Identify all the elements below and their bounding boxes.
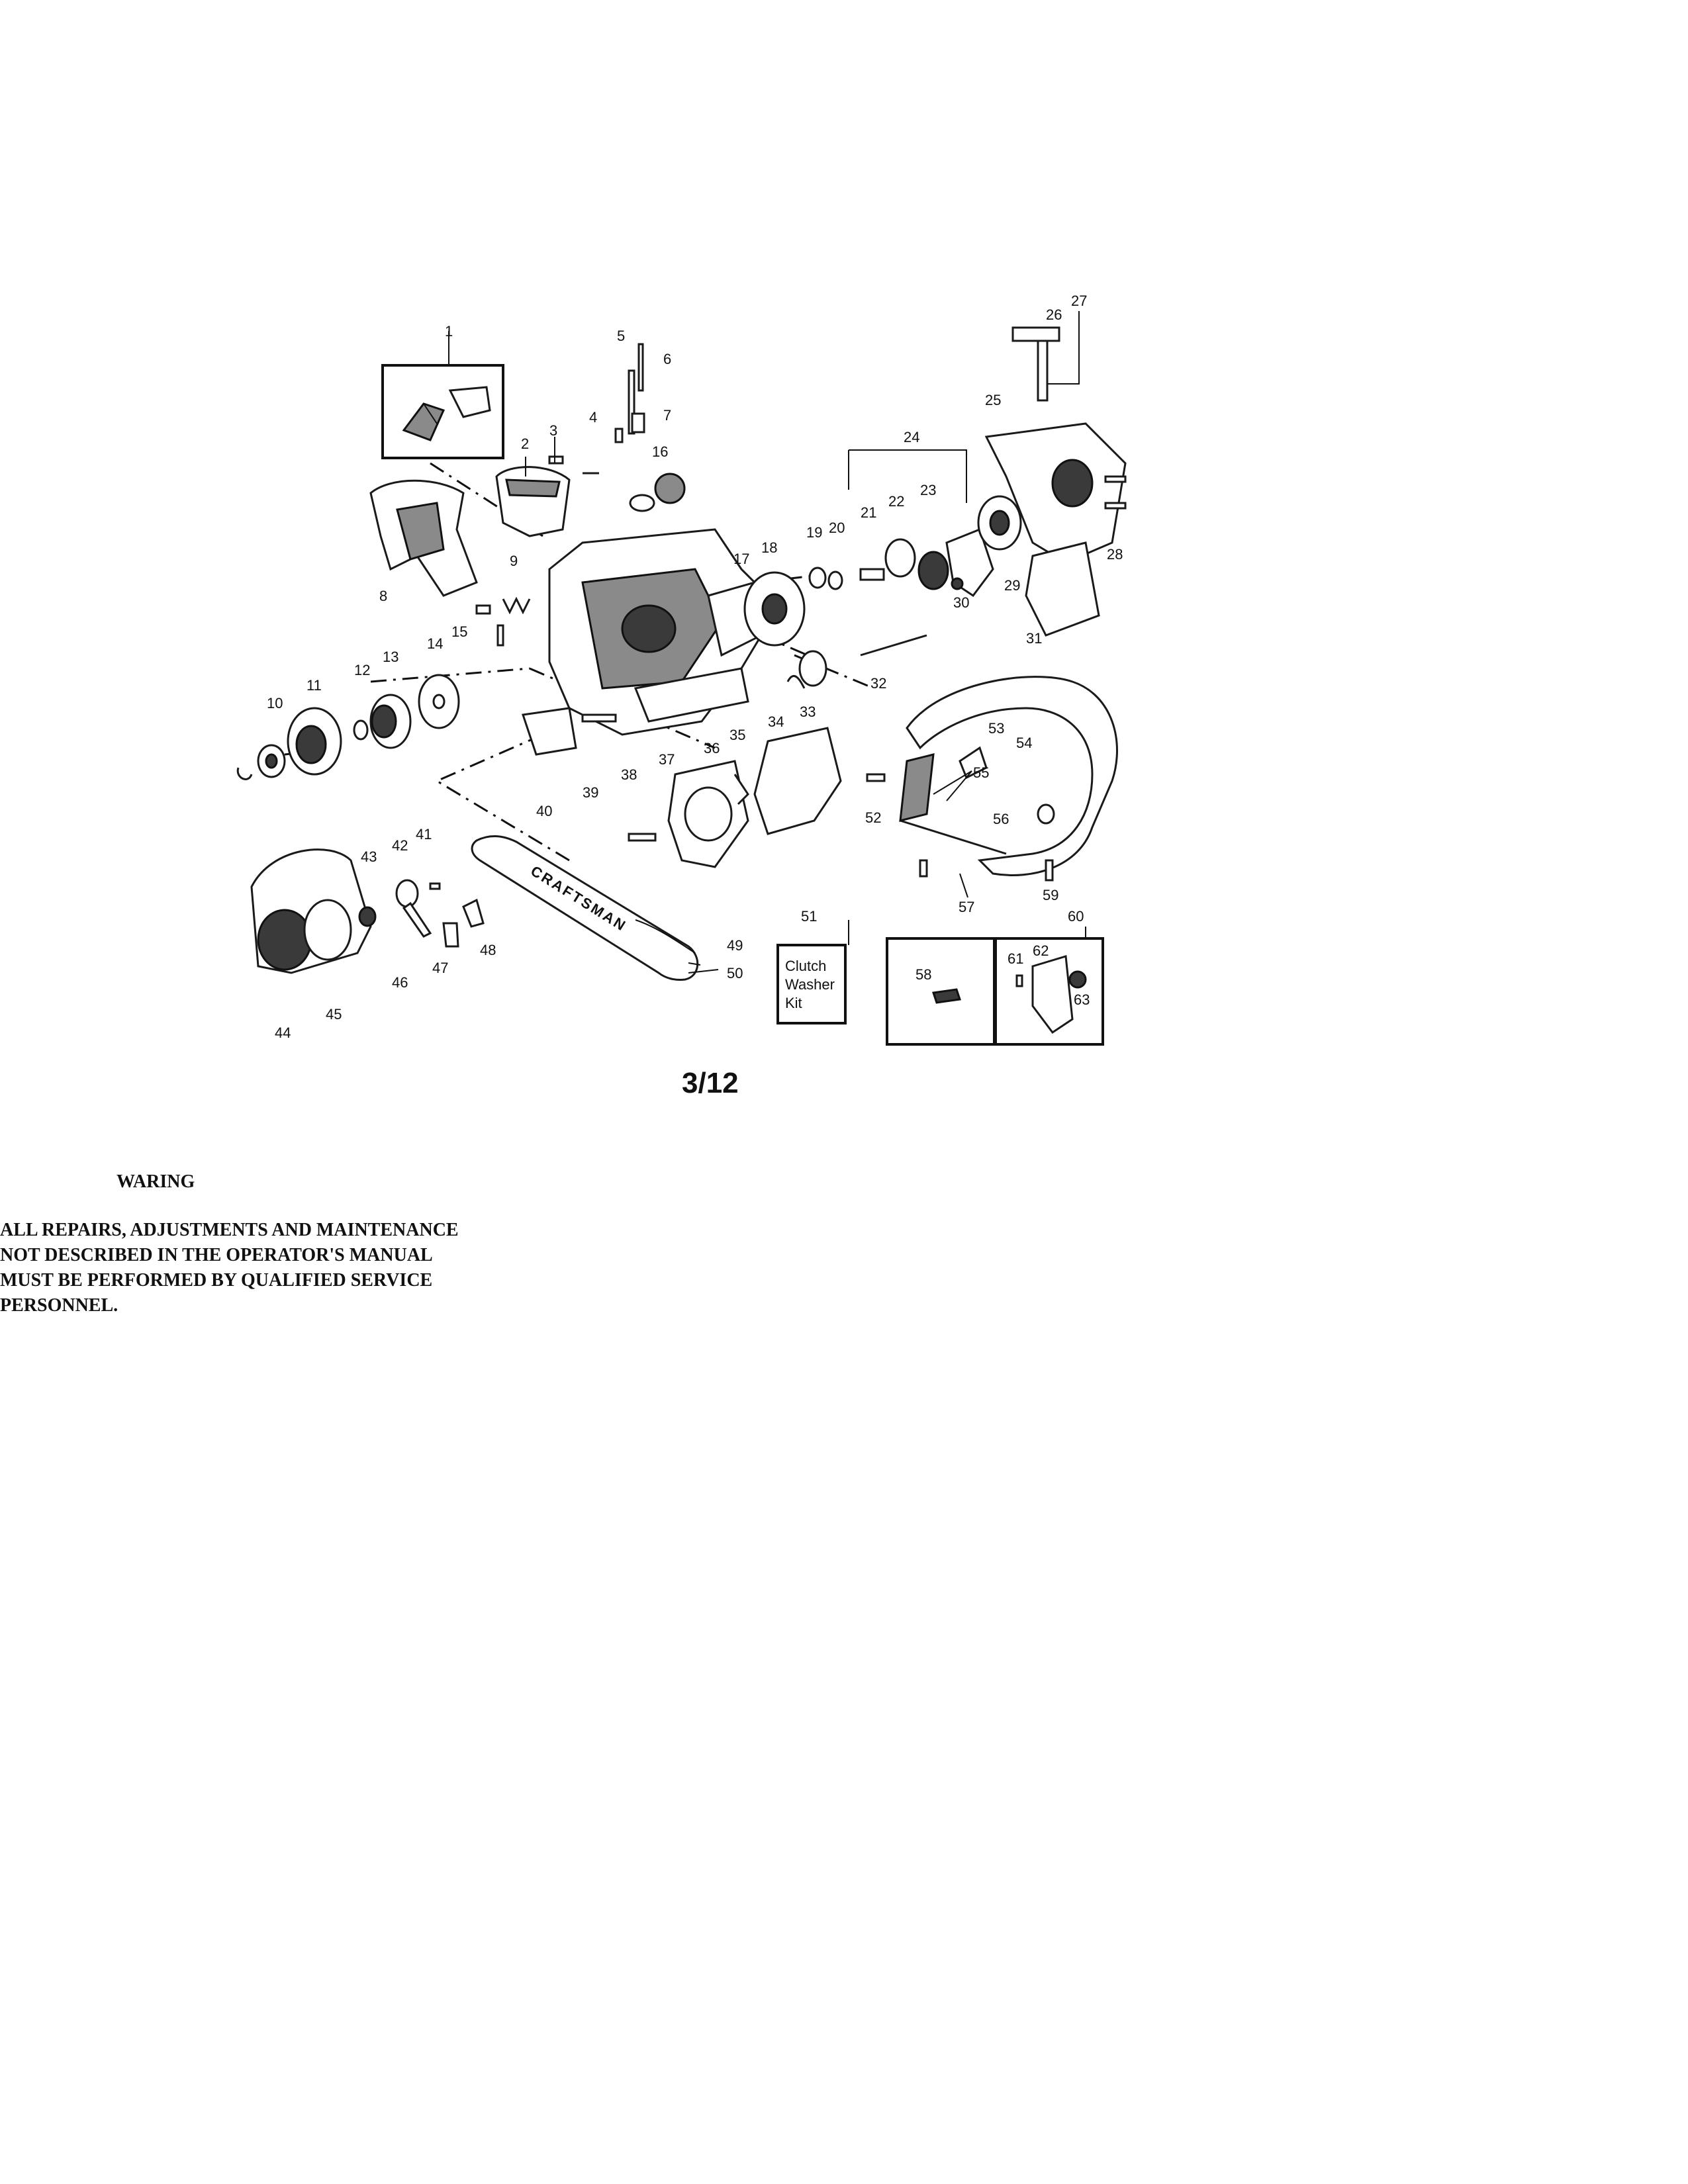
callout-46: 46	[392, 974, 408, 991]
callout-5: 5	[617, 328, 625, 344]
callout-36: 36	[704, 740, 720, 756]
callout-labels: 1 2 3 4 5 6 7 8 9 10 11 12 13 14 15 16 1…	[267, 293, 1123, 1041]
callout-37: 37	[659, 751, 675, 768]
callout-26: 26	[1046, 306, 1062, 323]
kit-label-line-3: Kit	[785, 995, 802, 1011]
callout-21: 21	[861, 504, 876, 521]
flywheel	[743, 571, 806, 647]
warning-line-1: ALL REPAIRS, ADJUSTMENTS AND MAINTENANCE	[0, 1220, 459, 1240]
callout-45: 45	[326, 1006, 342, 1023]
callout-55: 55	[973, 764, 989, 781]
callout-60: 60	[1068, 908, 1084, 925]
callout-15: 15	[451, 623, 467, 640]
callout-17: 17	[733, 551, 749, 567]
callout-49: 49	[727, 937, 743, 954]
callout-43: 43	[361, 848, 377, 865]
callout-11: 11	[306, 677, 322, 694]
callout-52: 52	[865, 809, 881, 826]
callout-16: 16	[652, 443, 668, 460]
callout-4: 4	[589, 409, 597, 426]
guide-bar: CRAFTSMAN	[471, 835, 699, 981]
callout-10: 10	[267, 695, 283, 711]
callout-40: 40	[536, 803, 552, 819]
callout-41: 41	[416, 826, 432, 842]
callout-50: 50	[727, 965, 743, 981]
callout-24: 24	[904, 429, 919, 445]
callout-9: 9	[510, 553, 518, 569]
callout-7: 7	[663, 407, 671, 424]
callout-48: 48	[480, 942, 496, 958]
side-cover-group	[250, 848, 485, 974]
callout-47: 47	[432, 960, 448, 976]
callout-57: 57	[959, 899, 974, 915]
callout-29: 29	[1004, 577, 1020, 594]
callout-53: 53	[988, 720, 1004, 737]
callout-61: 61	[1008, 950, 1023, 967]
callout-35: 35	[729, 727, 745, 743]
callout-1: 1	[445, 323, 453, 340]
page-number: 3/12	[682, 1067, 739, 1099]
callout-39: 39	[583, 784, 598, 801]
rear-handle	[369, 479, 478, 597]
leader-lines	[448, 311, 1086, 974]
front-handle	[866, 676, 1118, 882]
callout-25: 25	[985, 392, 1001, 408]
bolts-and-plate	[522, 707, 657, 842]
callout-56: 56	[993, 811, 1009, 827]
callout-42: 42	[392, 837, 408, 854]
rod-and-pump	[786, 634, 927, 689]
callout-28: 28	[1107, 546, 1123, 563]
callout-19: 19	[806, 524, 822, 541]
callout-18: 18	[761, 539, 777, 556]
callout-12: 12	[354, 662, 370, 678]
callout-54: 54	[1016, 735, 1032, 751]
starter-group	[808, 326, 1127, 637]
warning-line-4: PERSONNEL.	[0, 1295, 118, 1316]
callout-6: 6	[663, 351, 671, 367]
warning-text: ALL REPAIRS, ADJUSTMENTS AND MAINTENANCE…	[0, 1218, 569, 1318]
callout-63: 63	[1074, 991, 1090, 1008]
callout-14: 14	[427, 635, 443, 652]
callout-33: 33	[800, 704, 816, 720]
callout-30: 30	[953, 594, 969, 611]
part-1-box	[381, 364, 504, 459]
chain-brake-group	[667, 727, 842, 868]
callout-34: 34	[768, 713, 784, 730]
callout-44: 44	[275, 1024, 291, 1041]
kit-label-line-2: Washer	[785, 976, 835, 993]
clutch-washer-kit-box: Clutch Washer Kit	[776, 944, 847, 1024]
spring-and-screws	[475, 596, 531, 647]
callout-3: 3	[549, 422, 557, 439]
callout-13: 13	[383, 649, 399, 665]
callout-32: 32	[870, 675, 886, 692]
kit-label-line-1: Clutch	[785, 958, 826, 974]
warning-line-2: NOT DESCRIBED IN THE OPERATOR'S MANUAL	[0, 1245, 433, 1265]
clutch-group	[236, 674, 460, 780]
callout-38: 38	[621, 766, 637, 783]
engine-housing	[548, 528, 769, 736]
callout-2: 2	[521, 435, 529, 452]
top-cover	[495, 466, 571, 537]
callout-20: 20	[829, 520, 845, 536]
callout-8: 8	[379, 588, 387, 604]
callout-27: 27	[1071, 293, 1087, 309]
callout-58: 58	[915, 966, 931, 983]
warning-line-3: MUST BE PERFORMED BY QUALIFIED SERVICE	[0, 1270, 433, 1291]
callout-22: 22	[888, 493, 904, 510]
inset-boxes	[886, 937, 1104, 1046]
callout-62: 62	[1033, 942, 1049, 959]
warning-title: WARING	[117, 1171, 195, 1192]
callout-51: 51	[801, 908, 817, 925]
top-fasteners	[548, 343, 686, 512]
callout-59: 59	[1043, 887, 1058, 903]
callout-23: 23	[920, 482, 936, 498]
callout-31: 31	[1026, 630, 1042, 647]
